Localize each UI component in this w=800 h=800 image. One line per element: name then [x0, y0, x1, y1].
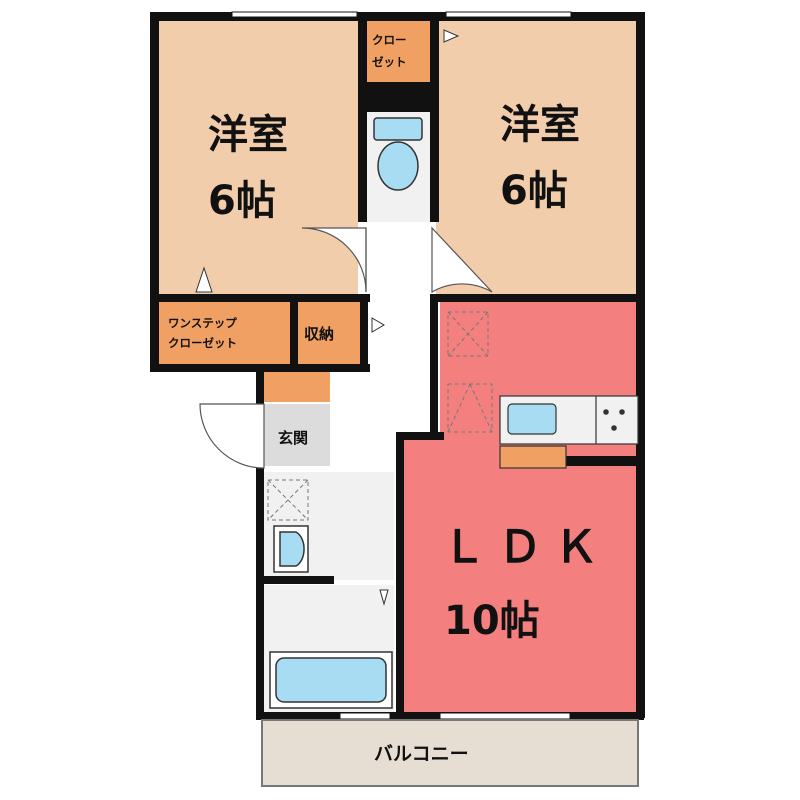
ldk-floor: [440, 302, 636, 712]
closet-top-label-1: クロー: [372, 33, 407, 47]
western-room-right-floor: [436, 20, 636, 295]
doors: [199, 226, 493, 469]
kitchen-counter: [499, 395, 639, 469]
step-closet-label-1: ワンステップ: [168, 316, 237, 330]
step-closet-label-2: クローゼット: [168, 336, 237, 350]
appliance-spaces: [447, 311, 493, 433]
balcony-outline: [261, 719, 639, 787]
ldk-name: ＬＤＫ: [442, 522, 610, 573]
ldk-floor-lower: [404, 440, 444, 712]
bathtub-fixture: [269, 651, 393, 709]
western-room-left-size: 6帖: [208, 178, 276, 224]
closet-top-label-2: ゼット: [372, 55, 407, 69]
washbasin-fixture: [273, 525, 309, 573]
walls: [150, 12, 645, 720]
door-markers: [195, 29, 460, 606]
closet-top-floor: [366, 20, 430, 82]
western-room-right-size: 6帖: [500, 168, 568, 214]
hallway-floor: [366, 222, 430, 462]
western-room-left-name: 洋室: [208, 112, 288, 158]
ldk-size: 10帖: [444, 598, 540, 644]
balcony-floor: [262, 720, 638, 786]
western-room-left-floor: [158, 20, 358, 295]
balcony-label: バルコニー: [374, 743, 469, 765]
shoe-box: [264, 372, 330, 402]
entrance-floor: [264, 404, 330, 466]
storage-label: 収納: [304, 325, 334, 343]
washer-space: [267, 479, 309, 521]
entrance-label: 玄関: [278, 429, 308, 447]
western-room-right-name: 洋室: [500, 102, 580, 148]
storage-floor: [298, 302, 360, 364]
toilet-fixture: [373, 117, 423, 191]
step-closet-floor: [158, 302, 292, 364]
